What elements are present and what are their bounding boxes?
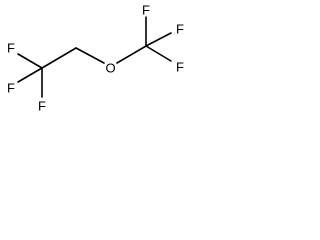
bond-c2-o [75, 47, 105, 64]
atom-labels: F F F O F F F [7, 3, 184, 114]
bond-c1-c2 [41, 47, 77, 69]
atom-f-right-lower: F [176, 60, 184, 75]
atom-f-left-lower: F [7, 81, 15, 96]
structure-diagram: F F F O F F F [7, 3, 184, 114]
atom-f-left-bottom: F [38, 99, 46, 114]
atom-f-right-top: F [142, 3, 150, 18]
bond-c1-f-upper [17, 53, 43, 69]
bonds [17, 16, 172, 98]
atom-f-right-middle: F [176, 22, 184, 37]
bond-c3-f-middle [145, 32, 172, 47]
atom-f-left-upper: F [7, 41, 15, 56]
bond-o-c3 [116, 45, 147, 64]
atom-oxygen: O [105, 61, 115, 76]
bond-c3-f-lower [145, 45, 172, 62]
bond-c1-f-lower [17, 67, 43, 83]
